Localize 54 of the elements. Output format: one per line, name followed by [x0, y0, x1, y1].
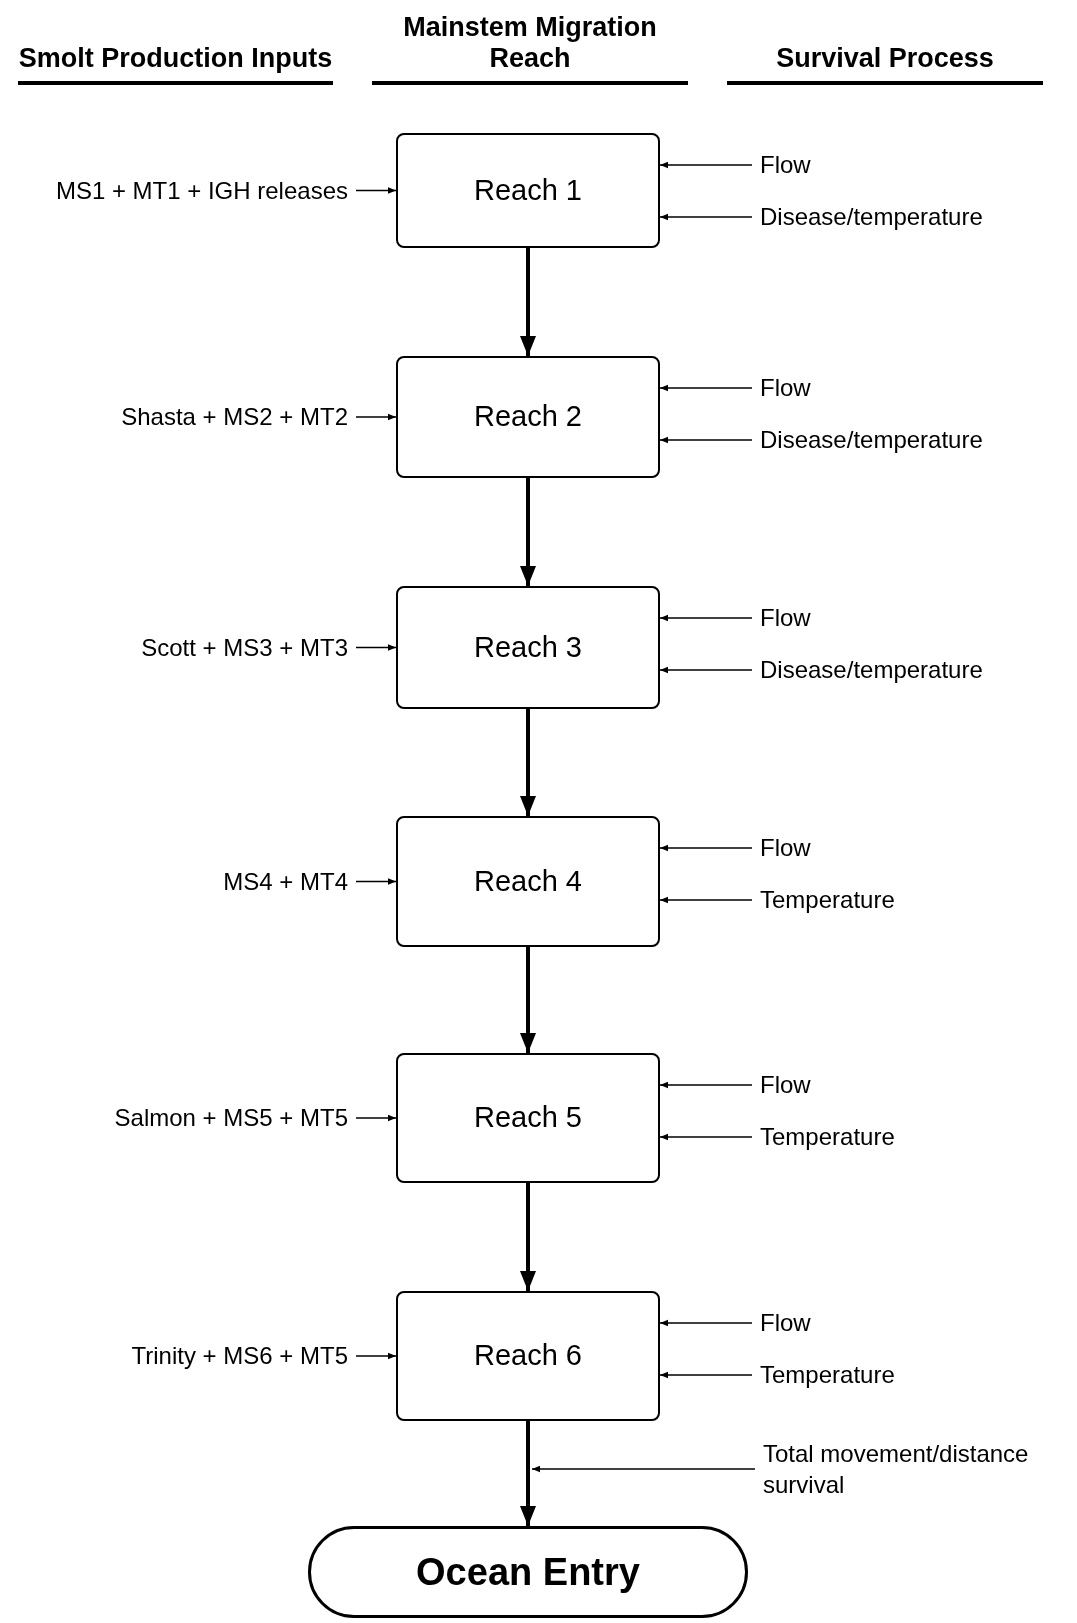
factor-label: Temperature — [760, 885, 1060, 915]
factor-label: Disease/temperature — [760, 202, 1060, 232]
factor-label: Disease/temperature — [760, 425, 1060, 455]
arrow — [659, 213, 753, 221]
column-heading: Mainstem Migration Reach — [402, 12, 658, 74]
arrow — [355, 644, 397, 651]
factor-label: Flow — [760, 150, 1060, 180]
input-label: Shasta + MS2 + MT2 — [2, 402, 348, 432]
factor-label: Flow — [760, 373, 1060, 403]
arrow — [520, 248, 536, 356]
input-label: MS4 + MT4 — [2, 866, 348, 897]
arrow — [355, 413, 397, 421]
arrow — [659, 896, 753, 904]
input-label: Trinity + MS6 + MT5 — [2, 1341, 348, 1371]
arrow — [659, 844, 753, 852]
reach-box: Reach 5 — [396, 1053, 660, 1183]
factor-label: Flow — [760, 833, 1060, 863]
reach-box: Reach 1 — [396, 133, 660, 248]
input-label: Salmon + MS5 + MT5 — [2, 1103, 348, 1133]
arrow — [659, 666, 753, 674]
arrow — [520, 478, 536, 586]
factor-label: Temperature — [760, 1360, 1060, 1390]
arrow — [520, 709, 536, 816]
arrow — [659, 1081, 753, 1089]
factor-label: Flow — [760, 603, 1060, 633]
arrow — [355, 878, 397, 885]
arrow — [520, 947, 536, 1053]
reach-box: Reach 2 — [396, 356, 660, 478]
factor-label: Flow — [760, 1308, 1060, 1338]
column-heading: Survival Process — [776, 43, 994, 74]
arrow — [659, 384, 753, 392]
arrow — [659, 1319, 753, 1327]
input-label: Scott + MS3 + MT3 — [2, 632, 348, 663]
arrow — [659, 1371, 753, 1379]
arrow — [520, 1421, 536, 1526]
arrow — [531, 1465, 756, 1473]
terminal-box: Ocean Entry — [308, 1526, 748, 1618]
note-label: Total movement/distance survival — [763, 1438, 1073, 1500]
arrow — [355, 187, 397, 194]
reach-box: Reach 4 — [396, 816, 660, 947]
arrow — [355, 1114, 397, 1122]
arrow — [659, 614, 753, 622]
arrow — [520, 1183, 536, 1291]
column-heading: Smolt Production Inputs — [18, 43, 333, 74]
factor-label: Disease/temperature — [760, 655, 1060, 685]
reach-box: Reach 3 — [396, 586, 660, 709]
input-label: MS1 + MT1 + IGH releases — [2, 175, 348, 206]
factor-label: Flow — [760, 1070, 1060, 1100]
arrow — [659, 1133, 753, 1141]
arrow — [659, 161, 753, 169]
arrow — [355, 1352, 397, 1360]
factor-label: Temperature — [760, 1122, 1060, 1152]
reach-box: Reach 6 — [396, 1291, 660, 1421]
arrow — [659, 436, 753, 444]
